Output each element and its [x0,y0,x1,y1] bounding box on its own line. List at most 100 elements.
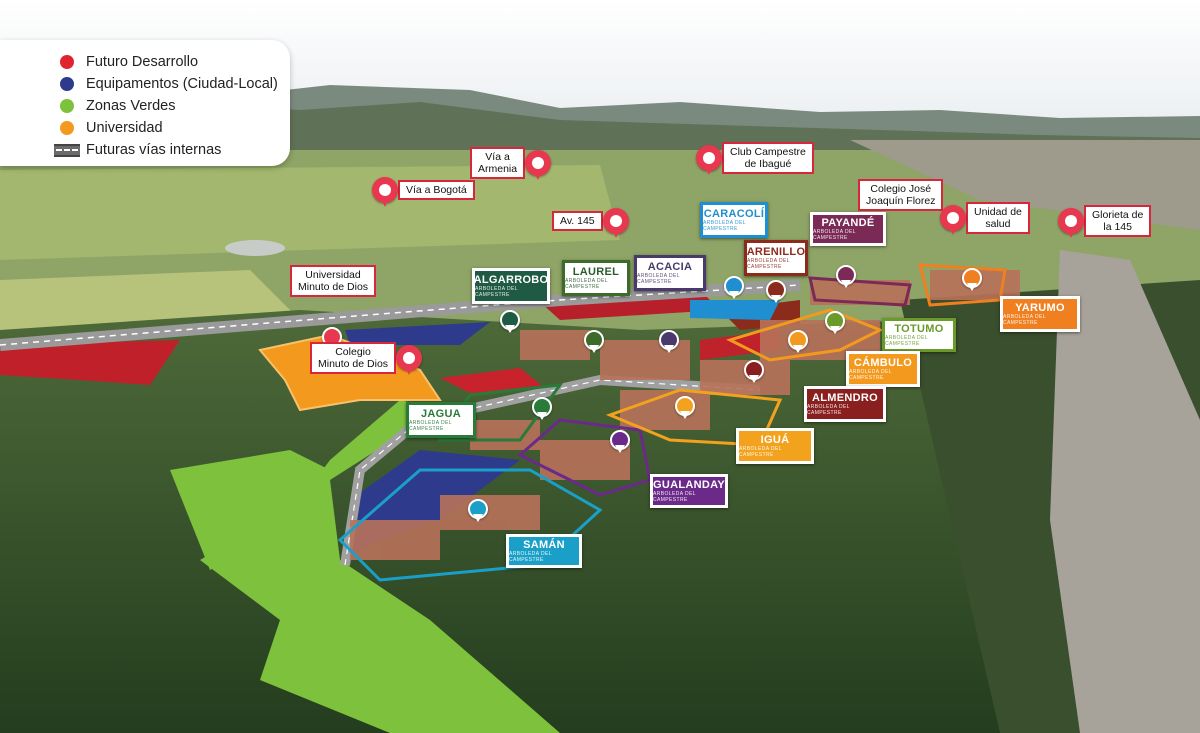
location-pin-icon[interactable] [788,330,808,353]
project-subtitle: ARBOLEDA DEL CAMPESTRE [1003,314,1046,326]
project-tag-igua[interactable]: IGUÁ ARBOLEDA DEL CAMPESTRE [736,428,814,464]
project-subtitle: ARBOLEDA DEL CAMPESTRE [807,404,850,416]
project-name: TOTUMO [894,323,944,335]
project-tag-almendro[interactable]: ALMENDRO ARBOLEDA DEL CAMPESTRE [804,386,886,422]
location-pin-icon[interactable] [825,311,845,334]
callout-label: Unidad de salud [966,202,1030,234]
location-pin-icon[interactable] [675,396,695,419]
location-pin-icon [940,205,966,235]
location-pin-icon[interactable] [744,360,764,383]
legend-dot [60,77,74,91]
project-subtitle: ARBOLEDA DEL CAMPESTRE [849,369,892,381]
project-subtitle: ARBOLEDA DEL CAMPESTRE [475,286,518,298]
callout-label: Colegio Minuto de Dios [310,342,397,374]
callout-unidad-salud[interactable]: Unidad de salud [940,202,1030,235]
project-name: ARENILLO [746,246,806,258]
location-pin-icon[interactable] [962,268,982,291]
callout-universidad-minuto[interactable]: Universidad Minuto de Dios [290,265,377,297]
callout-av-145[interactable]: Av. 145 [552,208,629,238]
callout-colegio-minuto[interactable]: Colegio Minuto de Dios [310,342,423,375]
project-tag-saman[interactable]: SAMÁN ARBOLEDA DEL CAMPESTRE [506,534,582,568]
project-name: CARACOLÍ [703,208,765,220]
callout-line: Unidad de [974,206,1022,218]
callout-line: Armenia [478,163,518,175]
location-pin-icon[interactable] [836,265,856,288]
location-pin-icon[interactable] [766,280,786,303]
project-name: YARUMO [1015,302,1065,314]
project-name: LAUREL [572,266,620,278]
legend-label: Zonas Verdes [86,98,176,114]
project-subtitle: ARBOLEDA DEL CAMPESTRE [739,446,782,458]
location-pin-icon[interactable] [584,330,604,353]
location-pin-icon [696,145,722,175]
callout-label: Glorieta de la 145 [1084,205,1152,237]
project-subtitle: ARBOLEDA DEL CAMPESTRE [747,258,790,270]
callout-colegio-jose[interactable]: Colegio José Joaquín Florez [858,179,944,211]
callout-label: Av. 145 [552,211,603,231]
location-pin-icon[interactable] [659,330,679,353]
project-name: ALMENDRO [812,392,878,404]
legend-item-zonas-verdes: Zonas Verdes [60,96,175,116]
callout-line: Joaquín Florez [866,195,936,207]
legend-item-vias: Futuras vías internas [54,140,222,160]
project-subtitle: ARBOLEDA DEL CAMPESTRE [813,229,856,241]
project-subtitle: ARBOLEDA DEL CAMPESTRE [703,220,746,232]
project-tag-yarumo[interactable]: YARUMO ARBOLEDA DEL CAMPESTRE [1000,296,1080,332]
project-tag-payande[interactable]: PAYANDÉ ARBOLEDA DEL CAMPESTRE [810,212,886,246]
location-pin-icon[interactable] [500,310,520,333]
callout-line: Minuto de Dios [298,281,369,293]
legend-dot [60,99,74,113]
project-tag-caracoli[interactable]: CARACOLÍ ARBOLEDA DEL CAMPESTRE [700,202,768,238]
callout-label: Vía a Armenia [470,147,526,179]
callout-via-bogota[interactable]: Vía a Bogotá [372,177,475,207]
callout-label: Club Campestre de Ibagué [722,142,814,174]
callout-line: Minuto de Dios [318,358,389,370]
callout-via-armenia[interactable]: Vía a Armenia [470,147,552,180]
project-name: ALGARROBO [473,274,549,286]
map-legend: Futuro Desarrollo Equipamentos (Ciudad-L… [0,40,290,166]
legend-item-universidad: Universidad [60,118,163,138]
legend-dot [60,121,74,135]
location-pin-icon[interactable] [532,397,552,420]
project-tag-gualanday[interactable]: GUALANDAY ARBOLEDA DEL CAMPESTRE [650,474,728,508]
project-tag-laurel[interactable]: LAUREL ARBOLEDA DEL CAMPESTRE [562,260,630,296]
project-subtitle: ARBOLEDA DEL CAMPESTRE [409,420,452,432]
legend-item-equipamentos: Equipamentos (Ciudad-Local) [60,74,278,94]
legend-item-futuro-desarrollo: Futuro Desarrollo [60,52,198,72]
location-pin-icon [372,177,398,207]
location-pin-icon[interactable] [468,499,488,522]
location-pin-icon[interactable] [610,430,630,453]
location-pin-icon [396,345,423,375]
project-tag-cambulo[interactable]: CÁMBULO ARBOLEDA DEL CAMPESTRE [846,351,920,387]
project-tag-acacia[interactable]: ACACIA ARBOLEDA DEL CAMPESTRE [634,255,706,291]
project-tag-arenillo[interactable]: ARENILLO ARBOLEDA DEL CAMPESTRE [744,240,808,276]
road-icon [54,143,80,157]
callout-label: Colegio José Joaquín Florez [858,179,944,211]
legend-label: Futuras vías internas [86,142,222,158]
location-pin-icon [525,150,552,180]
project-name: CÁMBULO [853,357,913,369]
callout-line: Vía a [485,151,510,163]
location-pin-icon[interactable] [724,276,744,299]
callout-line: Glorieta de [1092,209,1144,221]
project-tag-totumo[interactable]: TOTUMO ARBOLEDA DEL CAMPESTRE [882,318,956,352]
legend-dot [60,55,74,69]
legend-label: Universidad [86,120,163,136]
callout-line: salud [985,218,1011,230]
project-name: JAGUA [420,408,461,420]
legend-label: Futuro Desarrollo [86,54,199,70]
callout-line: Universidad [305,269,361,281]
project-name: GUALANDAY [653,479,725,491]
project-tag-algarrobo[interactable]: ALGARROBO ARBOLEDA DEL CAMPESTRE [472,268,550,304]
callout-label: Vía a Bogotá [398,180,475,200]
callout-line: la 145 [1103,221,1132,233]
project-subtitle: ARBOLEDA DEL CAMPESTRE [637,273,680,285]
project-subtitle: ARBOLEDA DEL CAMPESTRE [565,278,608,290]
callout-club-campestre[interactable]: Club Campestre de Ibagué [696,142,814,175]
project-subtitle: ARBOLEDA DEL CAMPESTRE [509,551,552,563]
project-subtitle: ARBOLEDA DEL CAMPESTRE [885,335,928,347]
callout-glorieta[interactable]: Glorieta de la 145 [1058,205,1152,238]
project-tag-jagua[interactable]: JAGUA ARBOLEDA DEL CAMPESTRE [406,402,476,438]
location-pin-icon [1058,208,1084,238]
